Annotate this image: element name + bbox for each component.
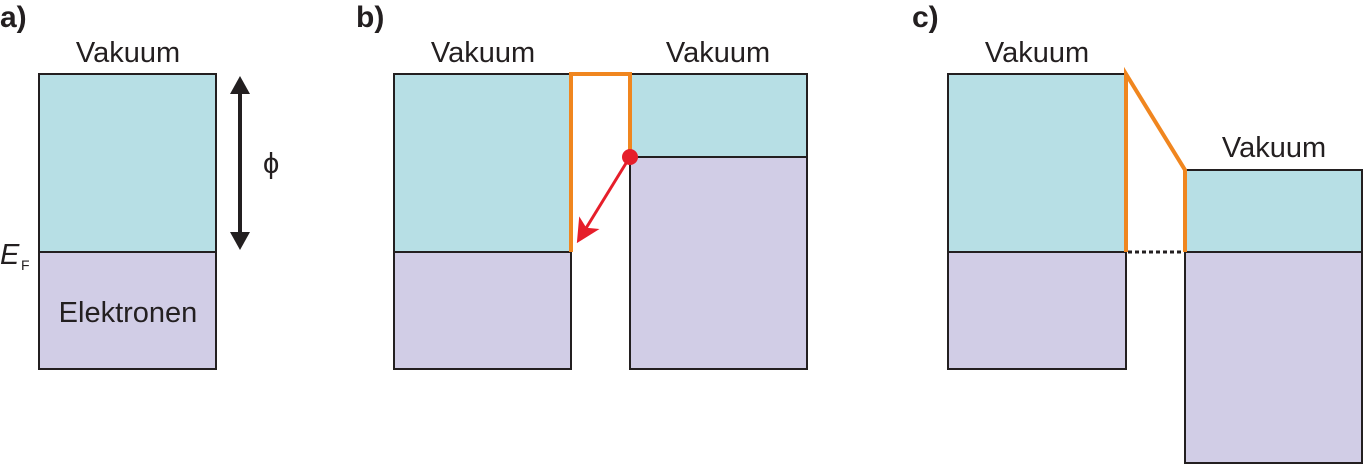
electron-transfer-arrow bbox=[576, 159, 630, 244]
panel-b: b) Vakuum Vakuum bbox=[356, 1, 808, 370]
vacuum-region bbox=[38, 73, 217, 253]
electron-region bbox=[38, 251, 217, 370]
electron-region-left bbox=[393, 251, 572, 370]
panel-c: c) Vakuum Vakuum bbox=[912, 1, 1363, 464]
vacuum-region-left bbox=[393, 73, 572, 253]
vacuum-label: Vakuum bbox=[76, 37, 180, 69]
vacuum-label-right: Vakuum bbox=[1222, 132, 1326, 164]
potential-barrier bbox=[1124, 66, 1187, 252]
vacuum-label-left: Vakuum bbox=[431, 37, 535, 69]
fermi-e: E bbox=[0, 239, 20, 271]
electron-region-right bbox=[629, 156, 808, 370]
electrons-label: Elektronen bbox=[59, 297, 198, 329]
vacuum-label-right: Vakuum bbox=[666, 37, 770, 69]
vacuum-region-left bbox=[947, 73, 1127, 253]
phi-label: ϕ bbox=[263, 148, 279, 180]
fermi-subscript: F bbox=[21, 257, 30, 273]
vacuum-region-right bbox=[629, 73, 808, 158]
electron-dot bbox=[622, 149, 638, 165]
panel-label-c: c) bbox=[912, 1, 939, 34]
potential-barrier bbox=[569, 72, 632, 252]
electron-region-right bbox=[1184, 251, 1363, 464]
vacuum-region-right bbox=[1184, 169, 1363, 253]
panel-label-b: b) bbox=[356, 1, 384, 34]
panel-a: a) Vakuum Elektronen ϕ E F bbox=[0, 1, 279, 370]
work-function-arrow bbox=[230, 76, 250, 250]
panel-label-a: a) bbox=[0, 1, 27, 34]
electron-region-left bbox=[947, 251, 1127, 370]
fermi-level-label: E F bbox=[0, 239, 30, 273]
vacuum-label-left: Vakuum bbox=[985, 37, 1089, 69]
